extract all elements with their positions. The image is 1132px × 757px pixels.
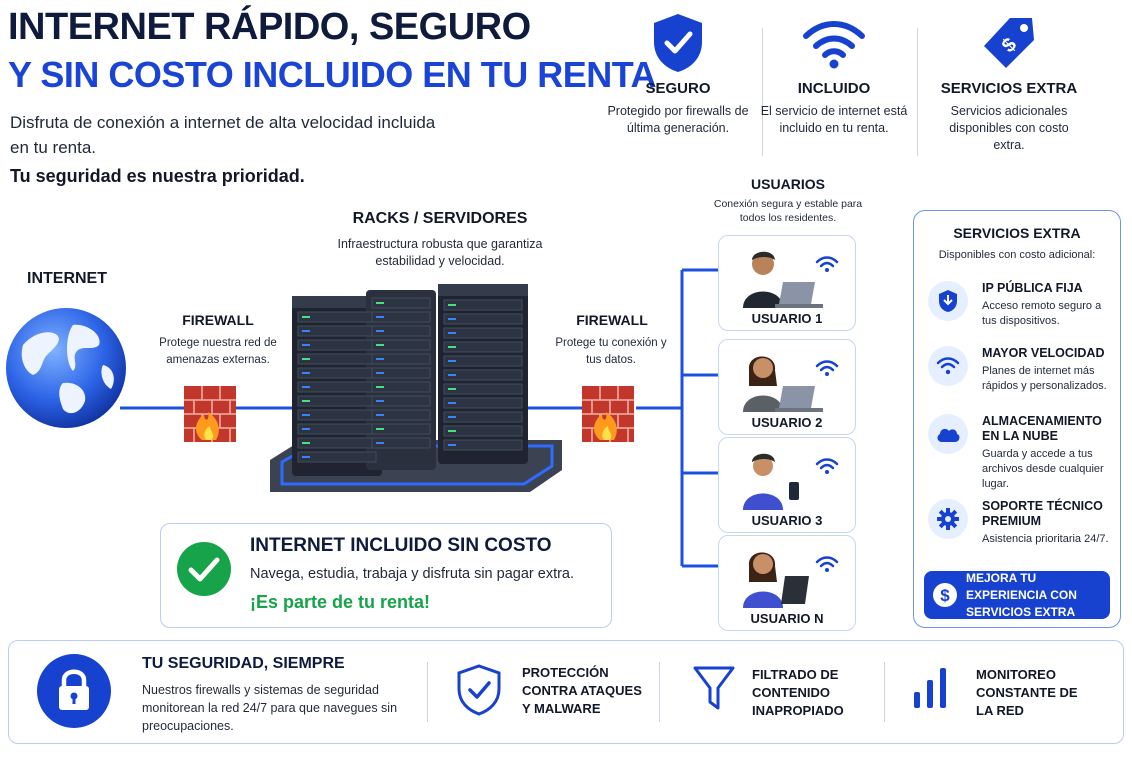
user-card: USUARIO 3	[718, 437, 856, 533]
included-box	[160, 523, 612, 628]
feature-title: SEGURO	[645, 80, 711, 97]
filter-icon	[693, 666, 735, 710]
racks-desc: Infraestructura robusta que garantiza es…	[337, 237, 543, 268]
user-card: USUARIO N	[718, 535, 856, 631]
lock-icon	[37, 654, 111, 728]
users-title: USUARIOS	[751, 176, 825, 192]
firewall2-desc: Protege tu conexión y tus datos.	[555, 337, 667, 366]
server-racks-icon	[270, 284, 562, 492]
feature-desc: Protegido por firewalls de última genera…	[607, 104, 749, 135]
included-highlight: ¡Es parte de tu renta!	[250, 592, 431, 612]
dollar-icon: $	[933, 583, 957, 607]
user-card: USUARIO 2	[718, 339, 856, 435]
users-desc: Conexión segura y estable para todos los…	[713, 198, 863, 224]
security-banner	[8, 640, 1124, 744]
firewall2-title: FIREWALL	[576, 312, 648, 328]
price-tag-icon: $	[984, 18, 1034, 68]
feature-desc: El servicio de internet está incluido en…	[760, 104, 908, 135]
internet-label: INTERNET	[27, 270, 107, 287]
user-name: USUARIO 1	[751, 311, 823, 326]
feature-title: SERVICIOS EXTRA	[940, 80, 1078, 97]
service-desc: Planes de internet más rápidos y persona…	[982, 365, 1107, 392]
upgrade-button-label: MEJORA TU EXPERIENCIA CON SERVICIOS EXTR…	[966, 570, 1077, 619]
bottom-title: TU SEGURIDAD, SIEMPRE	[142, 655, 345, 672]
feature-desc: Servicios adicionales disponibles con co…	[949, 104, 1069, 152]
bottom-item-label: PROTECCIÓN CONTRA ATAQUES Y MALWARE	[522, 665, 642, 716]
service-desc: Guarda y accede a tus archivos desde cua…	[982, 448, 1104, 490]
shield-check-icon	[654, 14, 702, 72]
wifi-icon	[936, 357, 960, 375]
extra-panel-title: SERVICIOS EXTRA	[953, 225, 1081, 241]
check-circle-icon	[177, 542, 231, 596]
service-item-speed: MAYOR VELOCIDAD Planes de internet más r…	[928, 346, 1113, 394]
upgrade-experience-button[interactable]: $ MEJORA TU EXPERIENCIA CON SERVICIOS EX…	[924, 571, 1110, 619]
service-title: MAYOR VELOCIDAD	[982, 346, 1105, 360]
person-phone-icon	[743, 453, 839, 510]
feature-incluido: INCLUIDO El servicio de internet está in…	[759, 8, 909, 137]
wifi-icon	[803, 21, 865, 69]
service-title: ALMACENAMIENTO EN LA NUBE	[982, 414, 1102, 443]
page-title: INTERNET RÁPIDO, SEGURO	[8, 6, 531, 48]
service-desc: Asistencia prioritaria 24/7.	[982, 533, 1109, 545]
cloud-icon	[937, 428, 960, 442]
public-ip-icon	[939, 290, 957, 312]
globe-icon	[6, 308, 126, 428]
feature-seguro: SEGURO Protegido por firewalls de última…	[603, 8, 753, 137]
person-laptop-icon	[743, 251, 839, 308]
svg-text:$: $	[940, 586, 950, 605]
service-item-support: SOPORTE TÉCNICO PREMIUM Asistencia prior…	[928, 499, 1113, 547]
service-title: SOPORTE TÉCNICO PREMIUM	[982, 499, 1103, 528]
user-name: USUARIO 2	[751, 415, 823, 430]
user-name: USUARIO 3	[751, 513, 823, 528]
feature-title: INCLUIDO	[797, 80, 871, 97]
person-laptop-icon	[743, 356, 839, 412]
firewall1-desc: Protege nuestra red de amenazas externas…	[159, 337, 277, 366]
user-card: USUARIO 1	[718, 235, 856, 331]
service-desc: Acceso remoto seguro a tus dispositivos.	[982, 300, 1102, 327]
person-tablet-icon	[743, 552, 839, 608]
divider	[884, 662, 885, 722]
priority-text: Tu seguridad es nuestra prioridad.	[10, 166, 305, 186]
divider	[659, 662, 660, 722]
service-title: IP PÚBLICA FIJA	[982, 281, 1083, 295]
firewall-icon	[582, 386, 634, 442]
bottom-item-label: MONITOREO CONSTANTE DE LA RED	[976, 667, 1078, 718]
intro-text: Disfruta de conexión a internet de alta …	[10, 113, 436, 157]
extra-services-panel: SERVICIOS EXTRA Disponibles con costo ad…	[913, 210, 1121, 628]
shield-check-icon	[457, 664, 501, 716]
divider	[762, 28, 763, 156]
page-subtitle: Y SIN COSTO INCLUIDO EN TU RENTA	[8, 54, 657, 95]
firewall-icon	[184, 386, 236, 442]
feature-servicios-extra: $ SERVICIOS EXTRA Servicios adicionales …	[934, 8, 1084, 154]
user-name: USUARIO N	[750, 611, 824, 626]
included-title: INTERNET INCLUIDO SIN COSTO	[250, 535, 552, 556]
bottom-item-label: FILTRADO DE CONTENIDO INAPROPIADO	[752, 667, 844, 718]
divider	[917, 28, 918, 156]
firewall1-title: FIREWALL	[182, 312, 254, 328]
divider	[427, 662, 428, 722]
racks-title: RACKS / SERVIDORES	[352, 210, 528, 227]
service-item-public-ip: IP PÚBLICA FIJA Acceso remoto seguro a t…	[928, 281, 1113, 329]
bottom-desc: Nuestros firewalls y sistemas de segurid…	[142, 683, 398, 733]
gear-icon	[937, 508, 959, 530]
service-item-cloud: ALMACENAMIENTO EN LA NUBE Guarda y acced…	[928, 414, 1113, 492]
extra-panel-subtitle: Disponibles con costo adicional:	[938, 249, 1096, 261]
bar-chart-icon	[914, 668, 946, 708]
included-desc: Navega, estudia, trabaja y disfruta sin …	[250, 566, 575, 582]
